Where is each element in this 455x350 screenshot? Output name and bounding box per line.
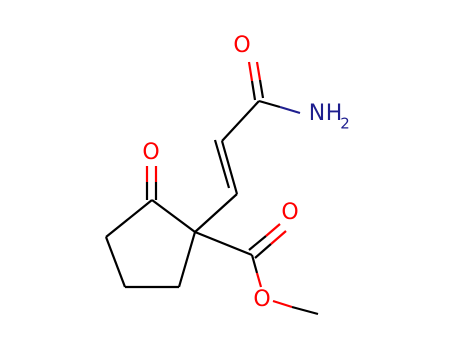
ester-carbonyl-oxygen-label: O: [281, 200, 298, 225]
ester-c-o-bond-o: [255, 272, 263, 288]
ester-ether-oxygen-label: O: [253, 287, 270, 312]
ester-carbonyl-line-2-o: [270, 230, 287, 245]
amide-group: [247, 61, 301, 115]
amide-carbonyl-line-1-o: [247, 61, 254, 82]
ester-carbonyl-line-1-o: [265, 223, 281, 237]
amide-oxygen-label: O: [233, 33, 250, 58]
amide-h-symbol: H: [326, 101, 343, 126]
ketone-oxygen-label: O: [142, 140, 159, 165]
ester-carbonyl-line-2: [254, 243, 272, 259]
amide-c-n-bond: [258, 99, 281, 109]
ring-bond-c3-c4: [104, 236, 127, 288]
ester-o-methyl-bond: [291, 305, 319, 316]
cyclopentanone-ring: [104, 199, 197, 289]
ketone-double-bond: [145, 166, 158, 200]
amide-carbonyl-line-2-o: [255, 61, 262, 81]
bond-vinyl-amide-carbon: [221, 100, 260, 142]
bond-c1-ester-carbon: [194, 230, 253, 257]
ester-o-methyl-bond-o: [272, 299, 293, 309]
amide-nitrogen-label: N H 2: [309, 101, 350, 133]
amide-n-symbol: N: [309, 101, 325, 126]
vinyl-double-bond-b: [213, 139, 231, 189]
methyl-ester-group: [194, 223, 319, 316]
amide-h-subscript: 2: [340, 115, 350, 133]
amide-carbonyl-line-2: [258, 79, 265, 99]
amide-carbonyl-line-1: [250, 80, 257, 101]
ester-carbonyl-line-1: [248, 235, 267, 251]
bond-c1-vinyl: [194, 193, 238, 233]
ring-bond-c1-c2: [151, 199, 196, 233]
vinyl-chain: [194, 100, 260, 233]
ring-bond-c5-c1: [177, 231, 197, 288]
vinyl-double-bond-a: [220, 140, 239, 195]
ring-bond-c2-c3: [105, 199, 153, 238]
amide-c-n-bond-n: [279, 105, 301, 115]
ester-c-o-bond: [250, 254, 259, 274]
